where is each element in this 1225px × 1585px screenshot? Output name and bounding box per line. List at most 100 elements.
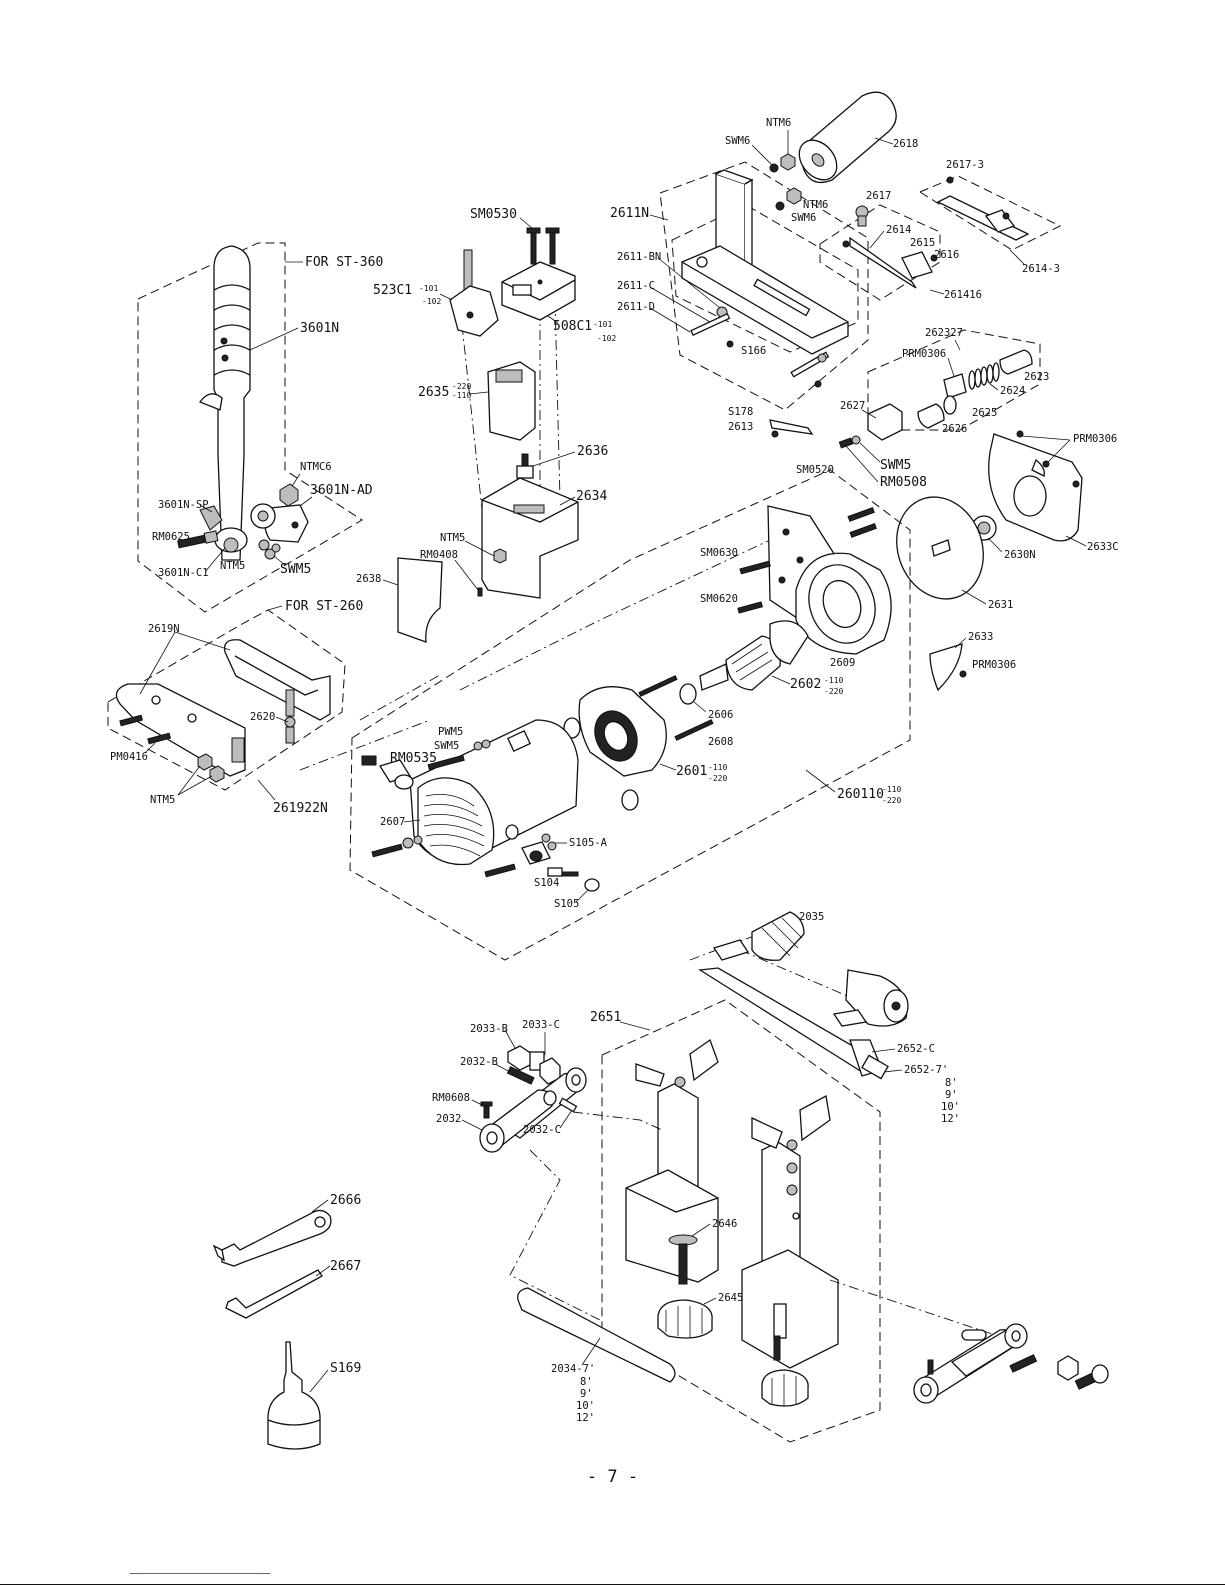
st360-assembly: FOR ST-360 3601N NTMC6 3601N-AD 3601N-SP (137, 242, 383, 613)
clamp-bracket-right (741, 1249, 839, 1369)
stand-2651-assembly: 2651 2646 2645 (509, 999, 1011, 1443)
label-NTM5-a: NTM5 (220, 560, 245, 572)
st260-assembly: FOR ST-260 2619N 2620 PM0416 NTM5 261922… (107, 599, 363, 816)
label-SWM5-c: SWM5 (434, 740, 459, 752)
label-2625: 2625 (972, 407, 997, 419)
label-2630N: 2630N (1004, 549, 1036, 561)
label-SWM5-b: SWM5 (880, 458, 911, 473)
label-S166: S166 (741, 345, 766, 357)
tension-assembly-262327: 262327 PRM0306 2623 2624 2625 2626 2627 … (838, 327, 1049, 490)
label-SM0520: SM0520 (796, 464, 834, 476)
label-NTM6-a: NTM6 (766, 117, 791, 129)
label-2635: 2635 (418, 385, 449, 400)
label-S105-A: S105-A (569, 837, 608, 849)
label-PRM0306-b: PRM0306 (1073, 433, 1117, 445)
housing-2619N-lower (115, 683, 246, 777)
label-SWM6-a: SWM6 (725, 135, 750, 147)
label-261416: 261416 (944, 289, 982, 301)
label-NTM5-b: NTM5 (150, 794, 175, 806)
label-2666: 2666 (330, 1193, 361, 1208)
stand-2611N-assembly: 2611N 2611-BN 2611-C 2611-D S166 S178 26… (610, 91, 1062, 438)
label-260110-sup2: -220 (882, 796, 901, 805)
label-SM0530: SM0530 (470, 207, 517, 222)
label-2624: 2624 (1000, 385, 1025, 397)
motor-assembly-260110: SM0520 2609 SM0630 SM0620 2602 -110 -220 (299, 464, 911, 961)
label-RM0508: RM0508 (880, 475, 927, 490)
label-2667: 2667 (330, 1259, 361, 1274)
label-508C1: 508C1 (553, 319, 592, 334)
label-3601N: 3601N (300, 321, 339, 336)
label-2613: 2613 (728, 421, 753, 433)
label-PWM5: PWM5 (438, 726, 463, 738)
plate-2614-3-box (918, 175, 1062, 251)
post-3601N (213, 245, 251, 561)
label-2035: 2035 (799, 911, 824, 923)
label-2611-C: 2611-C (617, 280, 655, 292)
label-2627: 2627 (840, 400, 865, 412)
label-NTM6-b: NTM6 (803, 199, 828, 211)
label-S169: S169 (330, 1361, 361, 1376)
label-2601-sup1: -110 (708, 763, 727, 772)
label-2646: 2646 (712, 1218, 737, 1230)
label-2033-C: 2033-C (522, 1019, 560, 1031)
label-2032-B: 2032-B (460, 1056, 498, 1068)
label-2602-sup2: -220 (824, 687, 843, 696)
label-2034-8: 8' (580, 1376, 593, 1388)
label-2032: 2032 (436, 1113, 461, 1125)
label-2611-D: 2611-D (617, 301, 655, 313)
label-SM0630: SM0630 (700, 547, 738, 559)
label-2623: 2623 (1024, 371, 1049, 383)
label-PRM0306-c: PRM0306 (972, 659, 1016, 671)
label-2611-BN: 2611-BN (617, 251, 661, 263)
label-S178: S178 (728, 406, 753, 418)
stand-2611N-box (659, 161, 869, 411)
knob-2645 (657, 1299, 713, 1339)
label-2635-sup1: -220 (452, 382, 471, 391)
rod-2623 (999, 349, 1033, 375)
oil-bottle-S169 (267, 1341, 321, 1450)
motor-group-box (349, 469, 911, 961)
wrench-2666 (221, 1209, 332, 1267)
label-2652-10: 10' (941, 1101, 960, 1113)
label-2638: 2638 (356, 573, 381, 585)
label-2602: 2602 (790, 677, 821, 692)
cover-2638 (397, 557, 443, 643)
st260-group-box (107, 609, 346, 791)
label-2614-3: 2614-3 (1022, 263, 1060, 275)
label-SM0620: SM0620 (700, 593, 738, 605)
label-SWM6-b: SWM6 (791, 212, 816, 224)
bottom-link-underline[interactable] (130, 1573, 270, 1574)
spindle-assembly: 2035 2652-C 2652-7' 8' 9' 10' 12' (689, 911, 960, 1125)
label-3601N-C1: 3601N-C1 (158, 567, 209, 579)
spindle-2035-a (751, 911, 805, 961)
bar-2034-body (517, 1287, 676, 1383)
label-2651: 2651 (590, 1010, 621, 1025)
label-2619N: 2619N (148, 623, 180, 635)
label-2614: 2614 (886, 224, 911, 236)
label-2601: 2601 (676, 764, 707, 779)
label-S104: S104 (534, 877, 559, 889)
label-508C1-sup1: -101 (593, 320, 612, 329)
label-2633C: 2633C (1087, 541, 1119, 553)
st360-title: FOR ST-360 (305, 255, 383, 270)
label-2034-9: 9' (580, 1388, 593, 1400)
label-523C1-sup2: -102 (422, 297, 441, 306)
st260-title: FOR ST-260 (285, 599, 363, 614)
guide-2615 (901, 251, 933, 279)
motor-end-cap (417, 777, 495, 866)
label-NTMC6: NTMC6 (300, 461, 332, 473)
label-2618: 2618 (893, 138, 918, 150)
switch-box-2634 (481, 477, 579, 599)
clamp-bracket-left (625, 1169, 719, 1283)
label-2608: 2608 (708, 736, 733, 748)
label-2032-C: 2032-C (523, 1124, 561, 1136)
page-number: - 7 - (586, 1467, 639, 1487)
label-3601N-AD: 3601N-AD (310, 483, 373, 498)
armature-2602 (725, 635, 781, 691)
label-2634: 2634 (576, 489, 607, 504)
label-2652-7: 2652-7' (904, 1064, 948, 1076)
label-2652-9: 9' (945, 1089, 958, 1101)
bar-2034: 2034-7' 8' 9' 10' 12' (517, 1287, 676, 1424)
label-2034-10: 10' (576, 1400, 595, 1412)
label-2633: 2633 (968, 631, 993, 643)
